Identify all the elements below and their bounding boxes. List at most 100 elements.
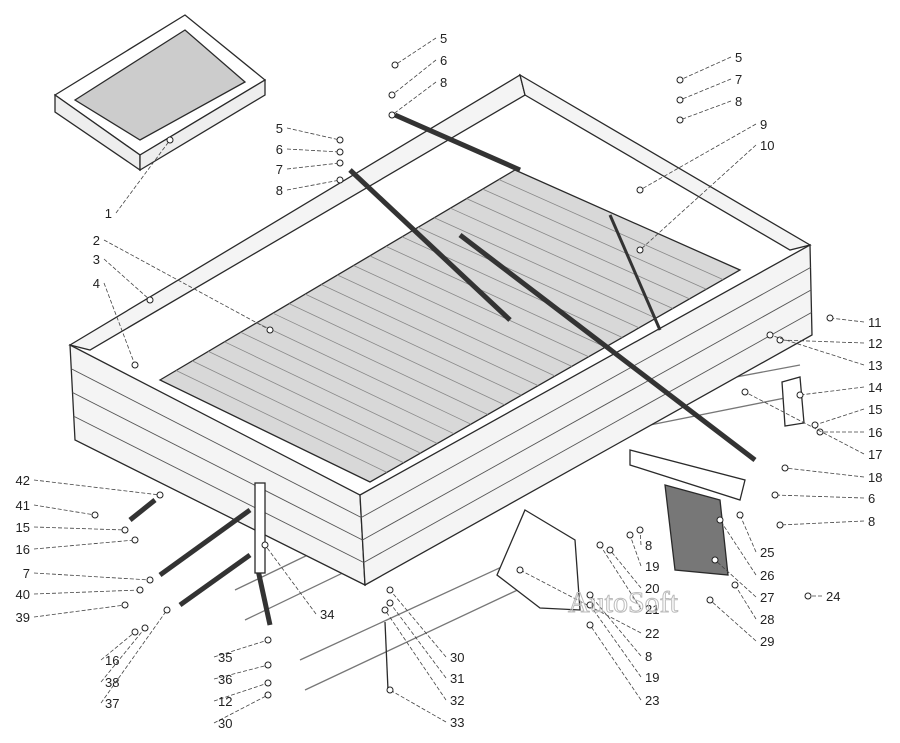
fastener-part: [706, 596, 714, 604]
fastener-part: [264, 661, 272, 669]
plank-line: [466, 198, 690, 300]
plank-line: [192, 360, 404, 464]
fastener-part: [741, 388, 749, 396]
fastener-part: [163, 606, 171, 614]
leader-line: [779, 339, 865, 344]
callout-21: 21: [645, 602, 659, 617]
callout-13: 13: [868, 358, 882, 373]
plank-line: [272, 312, 488, 415]
plank-line: [256, 322, 472, 425]
callout-19: 19: [645, 670, 659, 685]
fastener-part: [141, 624, 149, 632]
assembly-arrows: [128, 112, 757, 626]
callout-7: 7: [276, 162, 283, 177]
leader-line: [784, 467, 865, 478]
leader-line: [33, 479, 161, 496]
leader-line: [639, 144, 757, 251]
plank-line: [224, 341, 438, 444]
fastener-part: [606, 546, 614, 554]
callout-8: 8: [645, 649, 652, 664]
callout-39: 39: [16, 610, 30, 625]
fastener-part: [586, 591, 594, 599]
callout-9: 9: [760, 117, 767, 132]
leader-line: [286, 148, 341, 153]
fastener-part: [136, 586, 144, 594]
mudguard-bracket: [629, 449, 746, 501]
leader-line: [391, 81, 437, 116]
front-board: [518, 73, 812, 251]
callout-23: 23: [645, 693, 659, 708]
board-line: [363, 312, 812, 563]
leader-line: [115, 139, 171, 214]
fastener-part: [266, 326, 274, 334]
leader-line: [391, 59, 437, 96]
callout-20: 20: [645, 581, 659, 596]
plank-line: [175, 370, 387, 473]
fastener-part: [156, 491, 164, 499]
leader-line: [286, 127, 341, 141]
leader-line: [779, 520, 865, 526]
floor-planks: [175, 179, 724, 473]
leader-line: [739, 514, 757, 553]
mudguard: [496, 509, 581, 611]
callout-6: 6: [276, 142, 283, 157]
leader-line: [33, 589, 141, 595]
fastener-part: [716, 516, 724, 524]
callout-labels: 5685678578910123411121314151617186824252…: [16, 31, 883, 731]
callout-30: 30: [218, 716, 232, 731]
fastener-part: [816, 428, 824, 436]
fastener-part: [166, 136, 174, 144]
fastener-part: [336, 136, 344, 144]
fastener-part: [261, 541, 269, 549]
floor: [158, 169, 742, 483]
leader-line: [389, 602, 447, 679]
fastener-part: [766, 331, 774, 339]
leader-line: [33, 504, 96, 516]
leader-line: [679, 100, 732, 121]
callout-25: 25: [760, 545, 774, 560]
fastener-part: [264, 679, 272, 687]
fastener-part: [386, 686, 394, 694]
leader-line: [389, 689, 447, 723]
fastener-part: [771, 491, 779, 499]
leader-line: [589, 624, 642, 701]
leader-line: [213, 694, 269, 724]
callout-26: 26: [760, 568, 774, 583]
leader-line: [213, 682, 269, 702]
callout-5: 5: [440, 31, 447, 46]
callout-12: 12: [218, 694, 232, 709]
plank-line: [321, 284, 539, 386]
leader-line: [103, 258, 151, 301]
leader-line: [799, 386, 865, 396]
fastener-part: [676, 96, 684, 104]
leader-line: [33, 572, 151, 581]
callout-4: 4: [93, 276, 100, 291]
fastener-part: [811, 421, 819, 429]
leader-line: [589, 594, 642, 657]
plank-line: [288, 303, 505, 406]
callout-37: 37: [105, 696, 119, 711]
callout-30: 30: [450, 650, 464, 665]
callout-22: 22: [645, 626, 659, 641]
fastener-part: [626, 531, 634, 539]
fastener-part: [131, 361, 139, 369]
watermark: AutoSoft: [568, 586, 679, 619]
board-line: [362, 289, 812, 541]
fastener-part: [264, 636, 272, 644]
leader-line: [264, 544, 317, 615]
fastener-part: [636, 526, 644, 534]
leader-line: [213, 664, 269, 680]
fastener-part: [736, 511, 744, 519]
callout-16: 16: [105, 653, 119, 668]
leader-line: [814, 408, 865, 426]
board-line: [73, 415, 364, 563]
fastener-part: [676, 116, 684, 124]
fastener-part: [636, 246, 644, 254]
leader-line: [599, 544, 642, 610]
callout-33: 33: [450, 715, 464, 730]
leader-line: [33, 539, 136, 550]
callout-35: 35: [218, 650, 232, 665]
callout-1: 1: [105, 206, 112, 221]
leader-line: [100, 631, 136, 661]
